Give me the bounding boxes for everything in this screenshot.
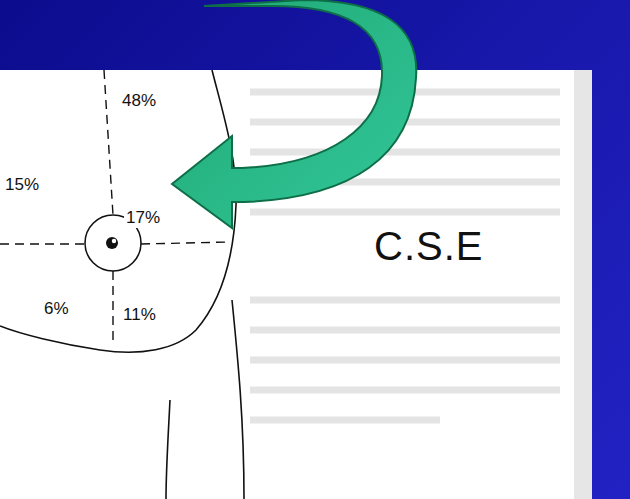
curved-arrow bbox=[172, 0, 416, 228]
page-edge bbox=[574, 70, 592, 499]
nipple bbox=[106, 237, 118, 249]
page-panel bbox=[0, 70, 592, 499]
percentage-label: 15% bbox=[3, 176, 41, 195]
percentage-label: 6% bbox=[42, 300, 71, 319]
nipple-highlight bbox=[112, 239, 116, 243]
percentage-label: 48% bbox=[120, 92, 158, 111]
quadrant-name: C.S.E bbox=[372, 224, 485, 268]
breast-outline bbox=[0, 70, 244, 499]
percentage-label: 11% bbox=[121, 306, 158, 325]
percentage-label: 17% bbox=[124, 209, 162, 228]
quadrant-lines bbox=[0, 70, 230, 345]
faint-book-text bbox=[250, 92, 560, 420]
